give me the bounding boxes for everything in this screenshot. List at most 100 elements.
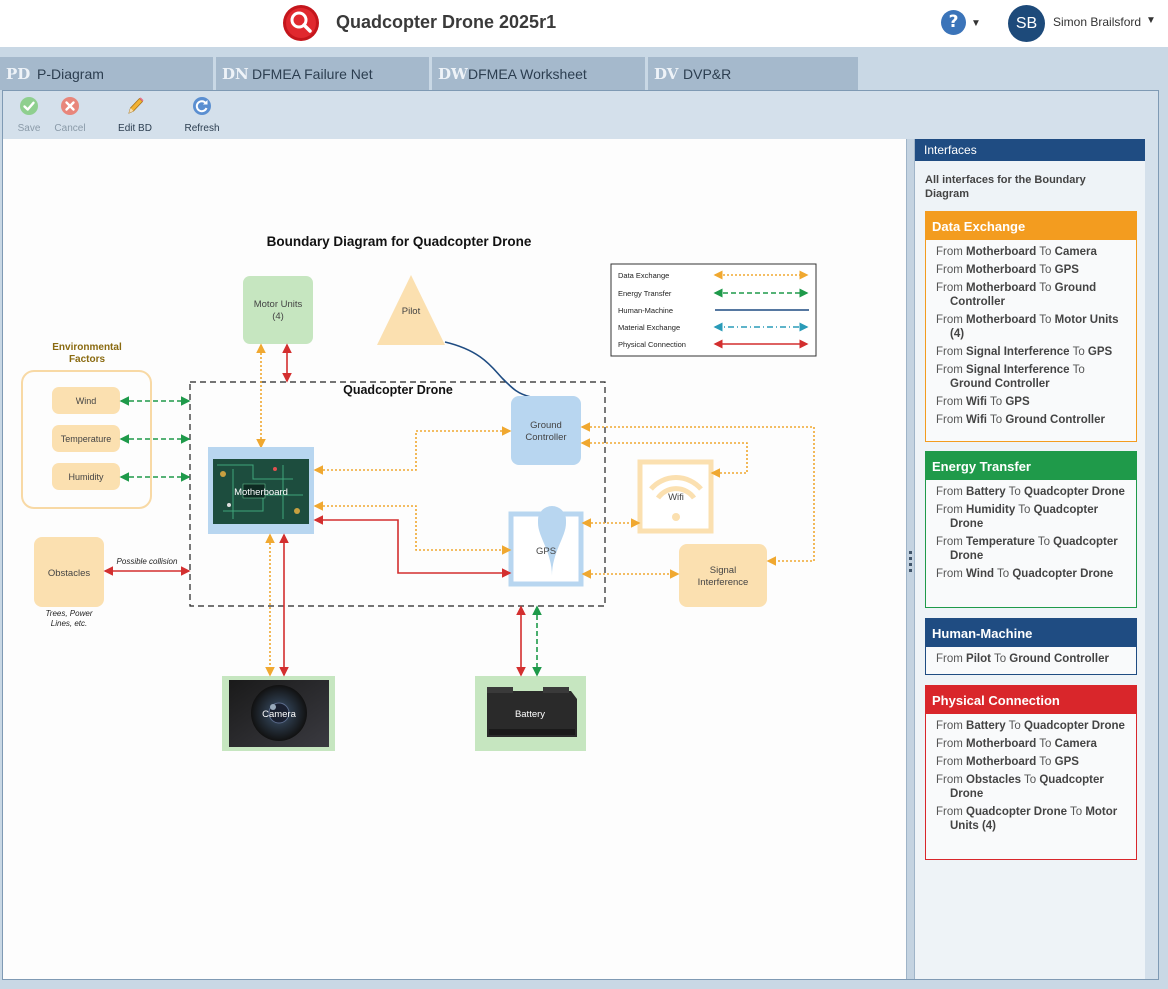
refresh-icon xyxy=(193,97,211,115)
interface-group-title[interactable]: Physical Connection xyxy=(926,686,1136,714)
node-ground-controller[interactable]: Ground Controller xyxy=(511,396,581,465)
user-name[interactable]: Simon Brailsford xyxy=(1053,15,1142,29)
obstacles-note: Trees, Power xyxy=(46,609,93,618)
user-menu-caret-icon[interactable]: ▼ xyxy=(1146,15,1156,26)
tab-abbr: DV xyxy=(654,65,679,83)
node-pilot[interactable]: Pilot xyxy=(377,275,445,345)
splitter-grip-icon[interactable] xyxy=(909,551,912,575)
node-pilot-label: Pilot xyxy=(402,306,421,317)
edge-motherboard-gps-physical[interactable] xyxy=(313,515,512,578)
interface-item[interactable]: From Signal Interference To GPS xyxy=(936,346,1113,358)
edge-signal-ground-controller-data[interactable] xyxy=(580,422,815,566)
tab-p-diagram[interactable]: PD P-Diagram xyxy=(0,57,215,90)
pencil-icon xyxy=(128,97,144,114)
diagram-canvas[interactable]: Boundary Diagram for Quadcopter Drone Qu… xyxy=(3,139,906,979)
env-factors-title: Environmental xyxy=(52,342,122,353)
node-camera-label: Camera xyxy=(262,709,297,720)
edge-pilot-ground-controller[interactable] xyxy=(444,341,532,398)
toolbar: Save Cancel Edit BD xyxy=(3,91,1158,138)
help-menu-button[interactable]: ? ▼ xyxy=(941,10,983,36)
tab-label: P-Diagram xyxy=(37,66,104,82)
interface-item[interactable]: From Battery To Quadcopter Drone xyxy=(936,486,1125,498)
edge-motherboard-gps-data[interactable] xyxy=(313,501,512,555)
node-wifi[interactable]: Wifi xyxy=(637,459,714,534)
node-signal-interference[interactable]: Signal Interference xyxy=(679,544,767,607)
node-motor-units[interactable]: Motor Units (4) xyxy=(243,276,313,344)
tab-dfmea-failure-net[interactable]: DN DFMEA Failure Net xyxy=(216,57,431,90)
node-temperature[interactable]: Temperature xyxy=(52,425,120,452)
legend-label-energy: Energy Transfer xyxy=(618,289,672,298)
interface-group-title[interactable]: Energy Transfer xyxy=(926,452,1136,480)
app-title: Quadcopter Drone 2025r1 xyxy=(336,12,557,32)
interface-item[interactable]: From Temperature To Quadcopter Drone xyxy=(936,536,1118,562)
env-factors-title-2: Factors xyxy=(69,354,106,365)
node-wind[interactable]: Wind xyxy=(52,387,120,414)
interface-item[interactable]: From Motherboard To GPS xyxy=(936,264,1079,276)
possible-collision-label: Possible collision xyxy=(117,557,178,566)
interface-item[interactable]: From Motherboard To Motor Units (4) xyxy=(936,314,1119,340)
edge-motherboard-ground-controller-data[interactable] xyxy=(313,426,512,475)
user-avatar[interactable]: SB xyxy=(1008,5,1045,42)
node-motor-units-label-2: (4) xyxy=(272,311,284,322)
boundary-diagram: Boundary Diagram for Quadcopter Drone Qu… xyxy=(21,234,817,751)
diagram-title: Boundary Diagram for Quadcopter Drone xyxy=(267,234,532,249)
node-obstacles-label: Obstacles xyxy=(48,568,90,579)
top-bar: Quadcopter Drone 2025r1 ? ▼ SB Simon Bra… xyxy=(0,0,1168,47)
interfaces-panel-intro: All interfaces for the Boundary Diagram xyxy=(925,174,1086,200)
refresh-label: Refresh xyxy=(184,123,220,134)
edit-bd-button[interactable]: Edit BD xyxy=(116,95,154,134)
interface-list: From Pilot To Ground Controller xyxy=(926,647,1136,675)
node-battery-label: Battery xyxy=(515,709,545,720)
save-button[interactable]: Save xyxy=(15,95,43,134)
interface-item[interactable]: From Pilot To Ground Controller xyxy=(936,653,1109,665)
tab-dfmea-worksheet[interactable]: DW DFMEA Worksheet xyxy=(432,57,647,90)
interface-item[interactable]: From Wifi To GPS xyxy=(936,396,1030,408)
interface-item[interactable]: From Motherboard To Camera xyxy=(936,738,1097,750)
app-logo-icon xyxy=(283,5,319,41)
interface-group-title[interactable]: Human-Machine xyxy=(926,619,1136,647)
node-ground-controller-label: Ground xyxy=(530,420,562,431)
interface-group-title[interactable]: Data Exchange xyxy=(926,212,1136,240)
interface-item[interactable]: From Battery To Quadcopter Drone xyxy=(936,720,1125,732)
node-signal-label-2: Interference xyxy=(698,577,749,588)
node-gps[interactable]: GPS xyxy=(508,506,584,587)
refresh-button[interactable]: Refresh xyxy=(183,95,221,134)
tab-abbr: DW xyxy=(438,65,468,83)
node-battery[interactable]: Battery xyxy=(475,676,586,751)
node-ground-controller-label-2: Controller xyxy=(525,432,566,443)
interface-item[interactable]: From Signal Interference To Ground Contr… xyxy=(936,364,1085,390)
node-signal-label: Signal xyxy=(710,565,736,576)
legend: Data Exchange Energy Transfer Human-Mach… xyxy=(610,263,817,357)
tab-label: DFMEA Failure Net xyxy=(252,66,373,82)
interface-item[interactable]: From Motherboard To Ground Controller xyxy=(936,282,1097,308)
content-frame: Save Cancel Edit BD xyxy=(2,90,1159,980)
cancel-icon xyxy=(61,97,79,115)
tab-dvpr[interactable]: DV DVP&R xyxy=(648,57,860,90)
node-wifi-label: Wifi xyxy=(668,492,684,503)
node-obstacles[interactable]: Obstacles xyxy=(34,537,104,607)
cancel-button[interactable]: Cancel xyxy=(53,95,87,134)
caret-down-icon: ▼ xyxy=(971,18,981,29)
node-temperature-label: Temperature xyxy=(61,434,112,444)
save-label: Save xyxy=(17,123,41,134)
interface-item[interactable]: From Motherboard To GPS xyxy=(936,756,1079,768)
interface-item[interactable]: From Humidity To Quadcopter Drone xyxy=(936,504,1099,530)
interface-item[interactable]: From Wifi To Ground Controller xyxy=(936,414,1106,426)
interface-item[interactable]: From Motherboard To Camera xyxy=(936,246,1097,258)
node-camera[interactable]: Camera xyxy=(222,676,335,751)
node-humidity[interactable]: Humidity xyxy=(52,463,120,490)
cancel-label: Cancel xyxy=(54,123,86,134)
panel-splitter[interactable] xyxy=(906,139,915,979)
legend-label-material: Material Exchange xyxy=(618,323,680,332)
system-boundary[interactable] xyxy=(189,381,606,607)
interface-item[interactable]: From Quadcopter Drone To Motor Units (4) xyxy=(936,806,1118,832)
interface-item[interactable]: From Obstacles To Quadcopter Drone xyxy=(936,774,1104,800)
interface-item[interactable]: From Wind To Quadcopter Drone xyxy=(936,568,1114,580)
node-motherboard[interactable]: Motherboard xyxy=(208,447,314,534)
legend-label-human: Human-Machine xyxy=(618,306,673,315)
tab-label: DFMEA Worksheet xyxy=(468,66,587,82)
